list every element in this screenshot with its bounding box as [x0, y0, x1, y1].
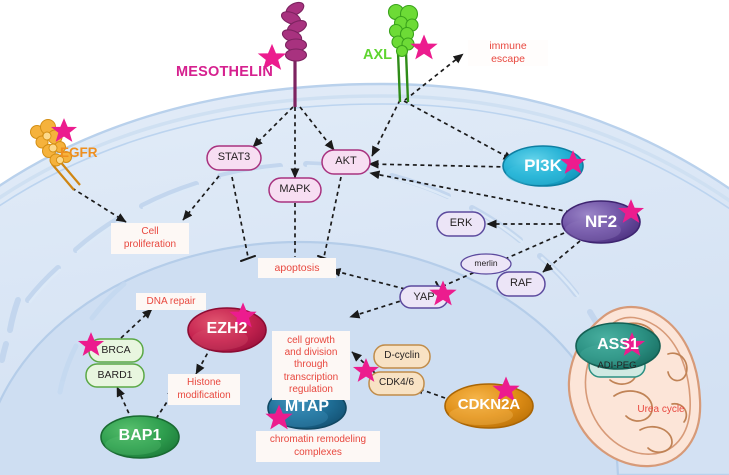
- node-cdk46[interactable]: [368, 371, 425, 396]
- edge-ezh2-histone: [195, 346, 212, 375]
- edge-nf2-akt: [369, 170, 571, 213]
- edge-yap-apoptosis: [330, 268, 406, 290]
- edge-axl-pi3k: [403, 100, 514, 161]
- star-cdkn2a: [492, 376, 520, 402]
- axl-receptor[interactable]: [387, 3, 419, 103]
- node-dcyclin[interactable]: [373, 344, 431, 369]
- node-nf2[interactable]: [561, 200, 641, 244]
- edge-pi3k-akt: [368, 159, 509, 169]
- edge-yap-cellgrowth: [349, 298, 408, 319]
- edge-nf2-raf: [542, 240, 581, 273]
- drug-target-stars: [50, 34, 646, 430]
- star-ass1: [618, 332, 646, 356]
- edge-stat3-apoptosis: [231, 176, 249, 258]
- node-pi3k[interactable]: [502, 145, 584, 187]
- node-ezh2[interactable]: [187, 307, 267, 353]
- node-bard1[interactable]: [85, 363, 145, 388]
- star-yap: [429, 280, 457, 306]
- pathway-edges: [71, 53, 653, 428]
- edge-axl-akt: [371, 99, 401, 157]
- star-mesothelin: [257, 43, 287, 70]
- node-ass1[interactable]: [575, 322, 661, 370]
- star-mtap: [265, 404, 293, 430]
- star-cdk46: [352, 358, 380, 382]
- edge-egfr-cellprolif: [71, 187, 127, 223]
- edge-akt-apoptosis: [323, 176, 342, 258]
- mesothelin-receptor[interactable]: [280, 0, 309, 107]
- star-nf2: [617, 199, 645, 223]
- node-cdkn2a[interactable]: [444, 383, 534, 429]
- node-bap1[interactable]: [100, 415, 180, 459]
- node-raf[interactable]: [496, 271, 546, 297]
- edge-cdk46-cellgrowth: [351, 351, 376, 374]
- star-egfr: [50, 118, 78, 142]
- edge-stat3-cellprolif: [182, 175, 220, 221]
- node-stat3[interactable]: [206, 145, 262, 171]
- node-mapk[interactable]: [268, 177, 322, 203]
- edge-cdkn2a-cdk46: [413, 386, 446, 399]
- edge-axl-immune: [404, 53, 464, 101]
- node-akt[interactable]: [321, 149, 371, 175]
- node-merlin[interactable]: [460, 253, 512, 275]
- edge-mesothelin-akt: [299, 106, 335, 151]
- node-erk[interactable]: [436, 211, 486, 237]
- star-brca: [77, 332, 105, 356]
- star-ezh2: [229, 302, 257, 328]
- star-pi3k: [559, 150, 587, 174]
- edge-mesothelin-stat3: [252, 106, 294, 148]
- star-axl: [410, 34, 438, 60]
